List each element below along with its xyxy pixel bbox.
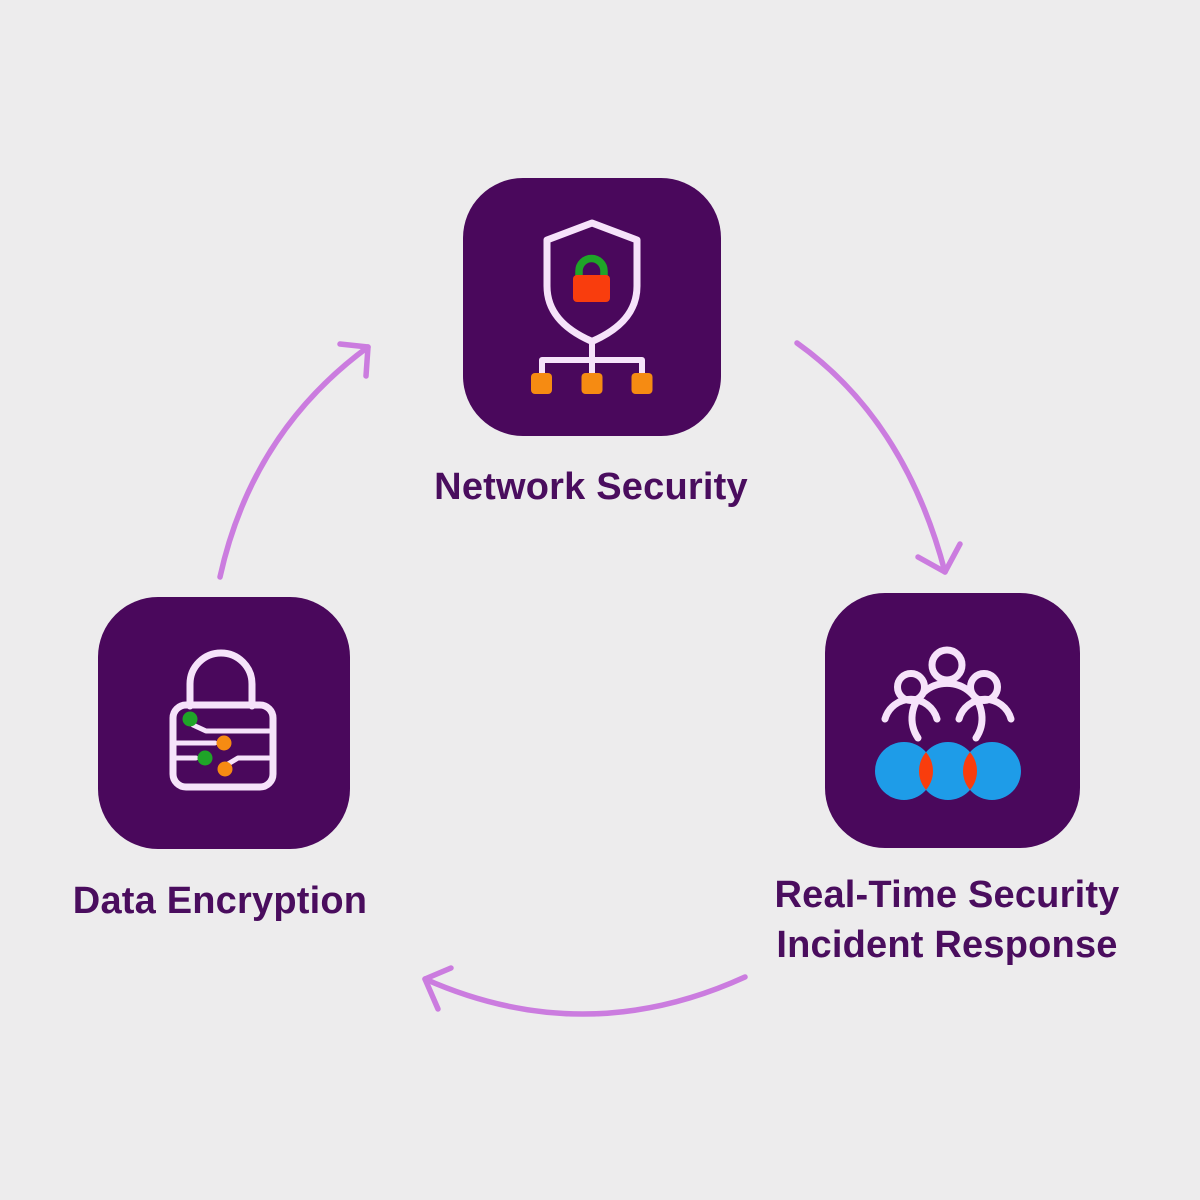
padlock-icon xyxy=(169,649,277,791)
data-encryption-card xyxy=(98,597,350,849)
network-nodes xyxy=(531,340,653,394)
incident-response-card xyxy=(825,593,1080,848)
network-security-card xyxy=(463,178,721,436)
people-group-icon xyxy=(881,646,1015,742)
label-line: Real-Time Security xyxy=(774,874,1120,916)
label-line: Data Encryption xyxy=(72,880,368,922)
circuit-dots xyxy=(182,711,233,777)
arrowhead-icon xyxy=(422,965,454,1012)
label-line: Incident Response xyxy=(776,924,1118,966)
arrow-encryption-to-network xyxy=(217,341,371,580)
network-security-label: Network Security xyxy=(434,462,748,512)
overlapping-circles-icon xyxy=(875,742,1021,800)
label-line: Network Security xyxy=(434,466,748,508)
shield-lock-network-icon xyxy=(531,219,653,394)
arrowhead-icon xyxy=(915,541,963,575)
team-collaboration-icon xyxy=(875,646,1021,800)
incident-response-label: Real-Time Security Incident Response xyxy=(774,870,1119,970)
arrow-network-to-incident xyxy=(794,340,963,575)
data-encryption-label: Data Encryption xyxy=(73,876,367,926)
arrow-incident-to-encryption xyxy=(422,965,748,1017)
lock-icon xyxy=(573,254,610,302)
circuit-traces xyxy=(173,722,272,767)
arrowhead-icon xyxy=(337,341,371,379)
encrypted-padlock-icon xyxy=(169,649,277,791)
